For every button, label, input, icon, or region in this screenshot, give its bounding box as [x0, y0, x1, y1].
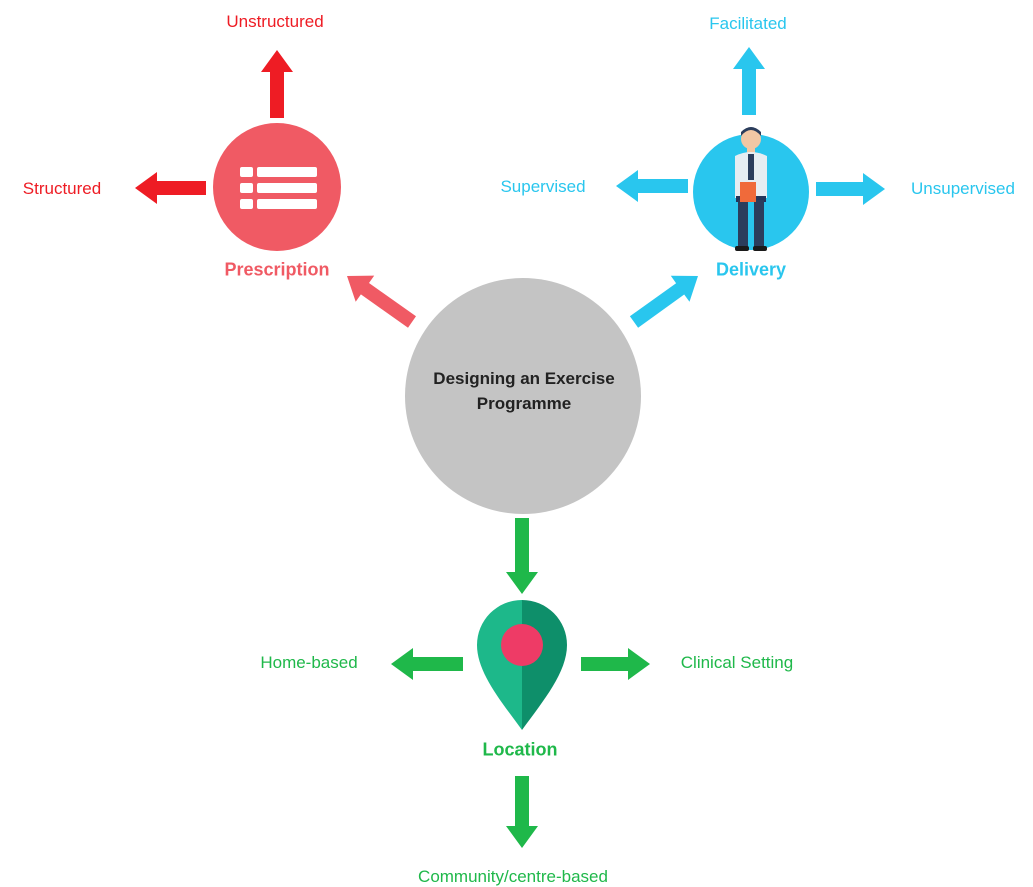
arrow-to-delivery — [629, 275, 698, 328]
delivery-option-facilitated: Facilitated — [709, 14, 787, 33]
arrow-to-unstructured — [261, 50, 293, 118]
list-icon — [240, 167, 317, 209]
arrow-to-location — [506, 518, 538, 594]
location-option-home-based: Home-based — [260, 653, 358, 672]
delivery-label: Delivery — [715, 259, 787, 280]
location-option-community-centre-based: Community/centre-based — [418, 867, 608, 886]
center-title: Designing an Exercise Programme — [424, 366, 624, 416]
arrow-to-community — [506, 776, 538, 848]
arrow-to-prescription — [347, 275, 416, 328]
arrow-to-supervised — [616, 170, 688, 202]
arrow-to-structured — [135, 172, 206, 204]
prescription-label: Prescription — [224, 259, 330, 280]
center-title-line-1: Designing an Exercise — [433, 369, 615, 388]
prescription-option-unstructured: Unstructured — [226, 12, 324, 31]
arrow-to-unsupervised — [816, 173, 885, 205]
delivery-option-unsupervised: Unsupervised — [911, 179, 1015, 198]
arrow-to-facilitated — [733, 47, 765, 115]
center-node — [405, 278, 641, 514]
location-label: Location — [482, 739, 558, 760]
arrow-to-clinical-setting — [581, 648, 650, 680]
person-icon — [735, 127, 767, 251]
location-option-clinical-setting: Clinical Setting — [680, 653, 794, 672]
center-title-line-2: Programme — [476, 394, 572, 413]
map-pin-icon — [477, 600, 567, 730]
delivery-option-supervised: Supervised — [500, 177, 586, 196]
prescription-option-structured: Structured — [22, 179, 102, 198]
arrow-to-home-based — [391, 648, 463, 680]
